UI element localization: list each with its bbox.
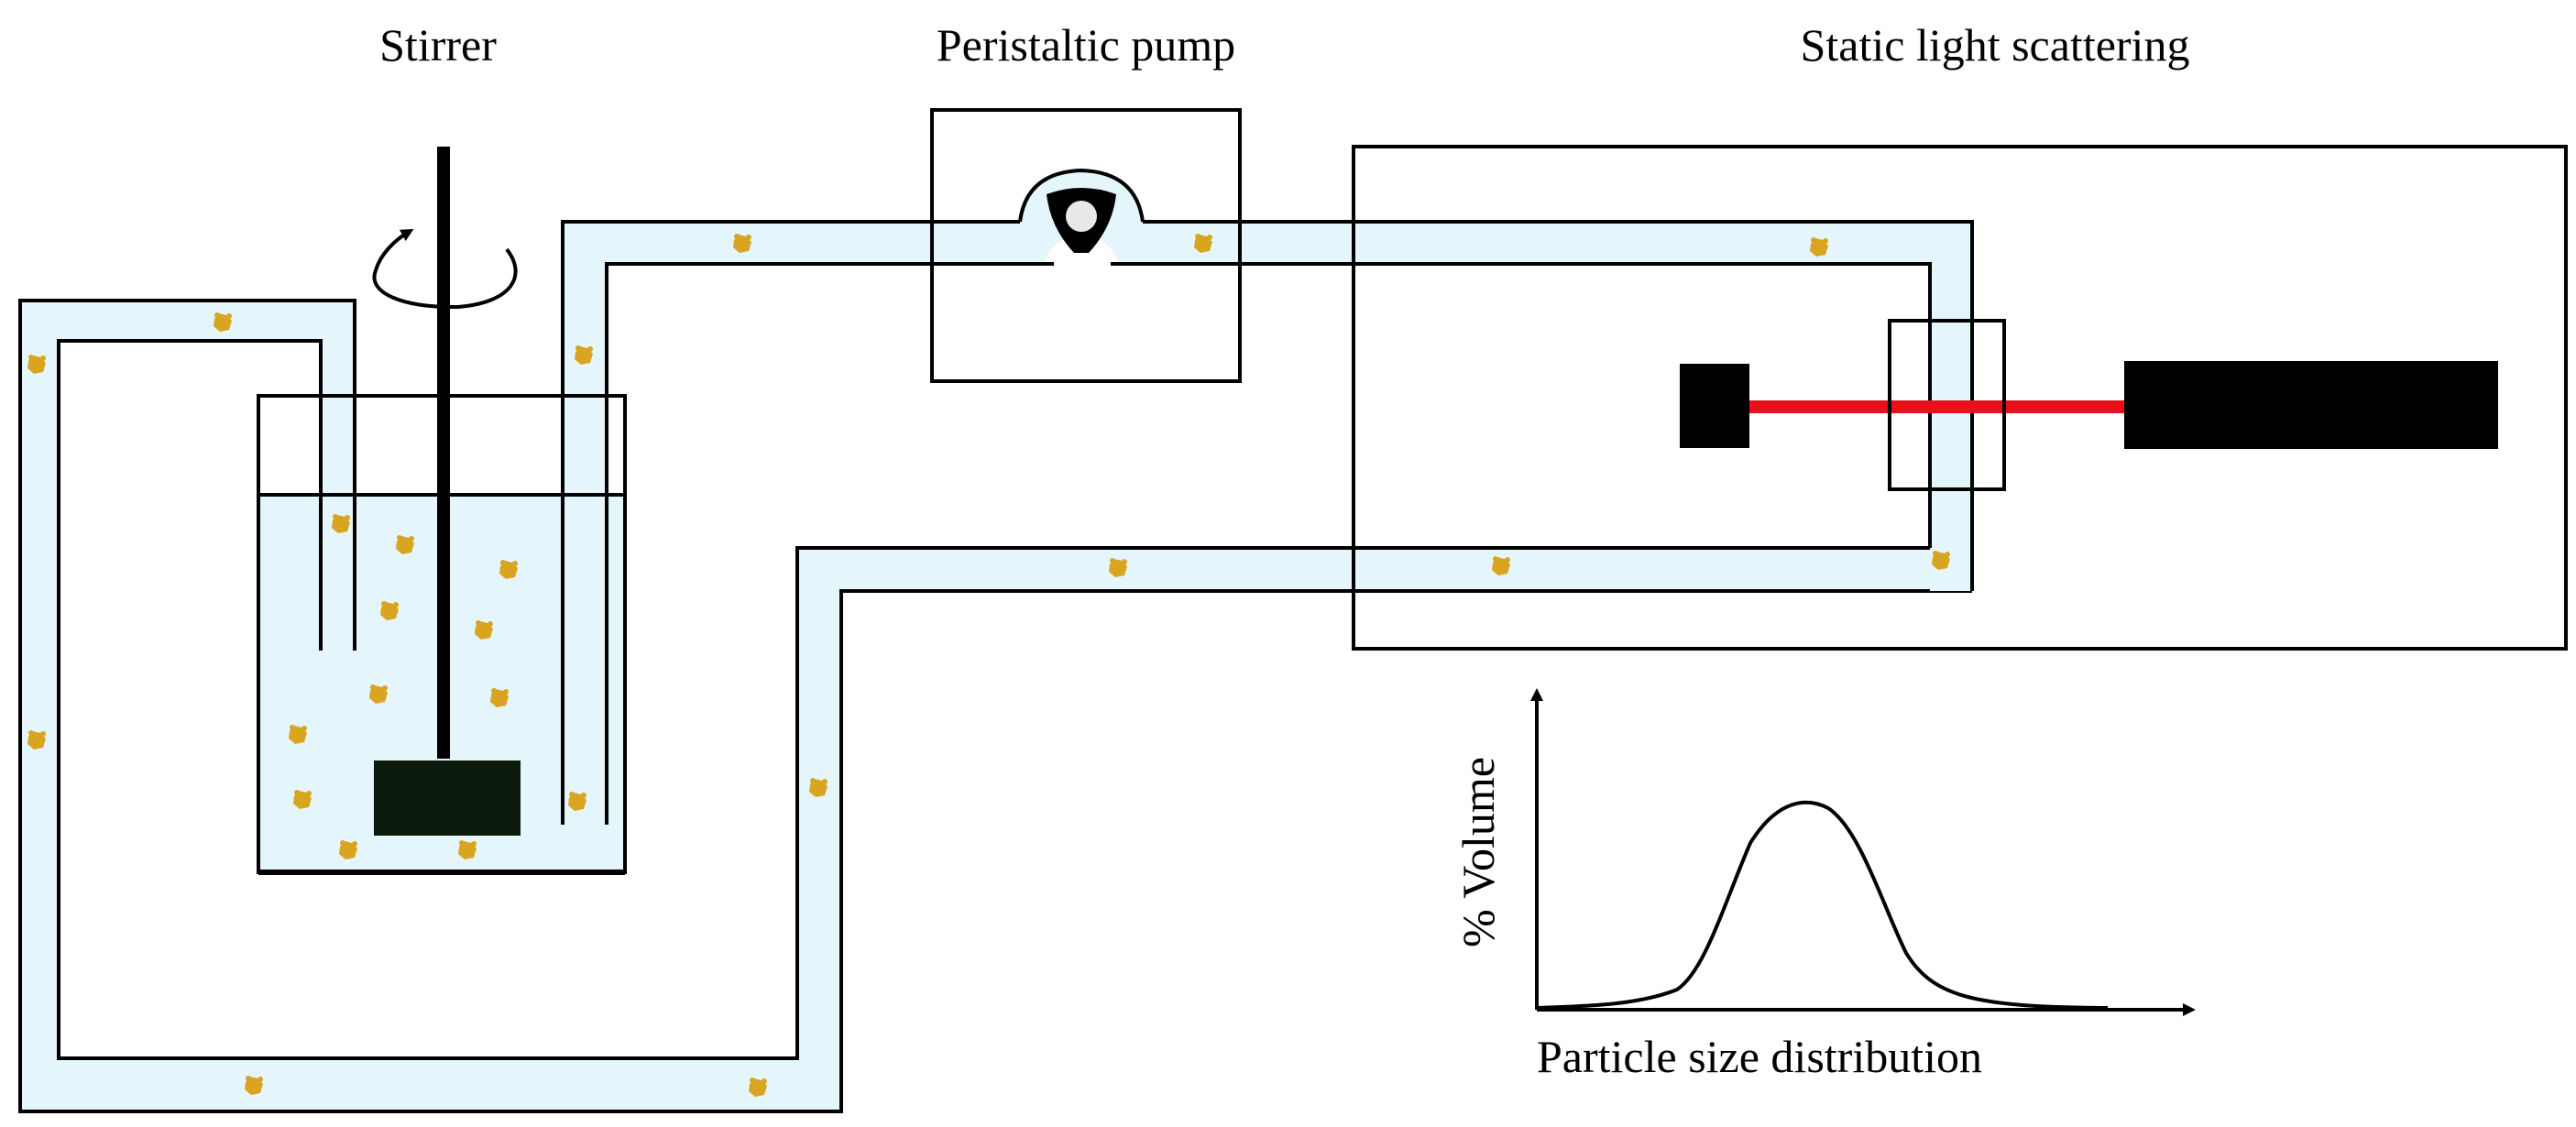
particle-icon: [380, 601, 399, 620]
particle-icon: [293, 790, 312, 809]
y-axis-label: % Volume: [1452, 757, 1504, 947]
particles: [27, 234, 1950, 1097]
particle-icon: [396, 535, 414, 554]
particle-icon: [369, 684, 388, 704]
particle-icon: [475, 620, 493, 640]
particle-icon: [1492, 556, 1510, 575]
pump-box: [930, 108, 1242, 383]
tube-left: [18, 299, 1972, 1113]
particle-icon: [809, 778, 828, 797]
particle-icon: [490, 688, 509, 707]
particle-icon: [749, 1078, 767, 1097]
particle-icon: [575, 345, 593, 365]
particle-icon: [1194, 234, 1212, 253]
stirrer-label: Stirrer: [379, 19, 497, 71]
particle-icon: [1109, 558, 1127, 577]
particle-icon: [289, 725, 307, 744]
x-axis-label: Particle size distribution: [1537, 1031, 1982, 1082]
laser-source: [2124, 361, 2498, 449]
particle-icon: [339, 840, 357, 859]
particle-icon: [568, 792, 586, 811]
particle-icon: [733, 234, 751, 253]
detector-block: [1680, 364, 1749, 448]
particle-icon: [214, 312, 232, 332]
particle-icon: [458, 840, 477, 859]
particle-icon: [27, 355, 46, 374]
measurement-cell: [1888, 319, 2006, 491]
distribution-curve: [1536, 800, 2109, 1010]
pump-rotor-icon: [1047, 188, 1116, 253]
stirrer-shaft: [437, 147, 450, 759]
sls-box: [1352, 145, 2568, 651]
particle-icon: [499, 560, 518, 579]
tube-right: [561, 168, 1974, 825]
curved-rotation-arrow-icon: [372, 229, 518, 310]
pump-label: Peristaltic pump: [937, 19, 1235, 71]
particle-icon: [27, 730, 46, 750]
particle-icon: [245, 1076, 263, 1095]
size-distribution-plot: % Volume Particle size distribution: [1452, 688, 2196, 1082]
particle-icon: [1932, 551, 1950, 570]
stirrer-impeller: [374, 760, 521, 836]
laser-beam: [1749, 400, 2125, 413]
particle-icon: [332, 514, 350, 533]
sls-label: Static light scattering: [1801, 19, 2190, 71]
particle-icon: [1810, 237, 1828, 257]
